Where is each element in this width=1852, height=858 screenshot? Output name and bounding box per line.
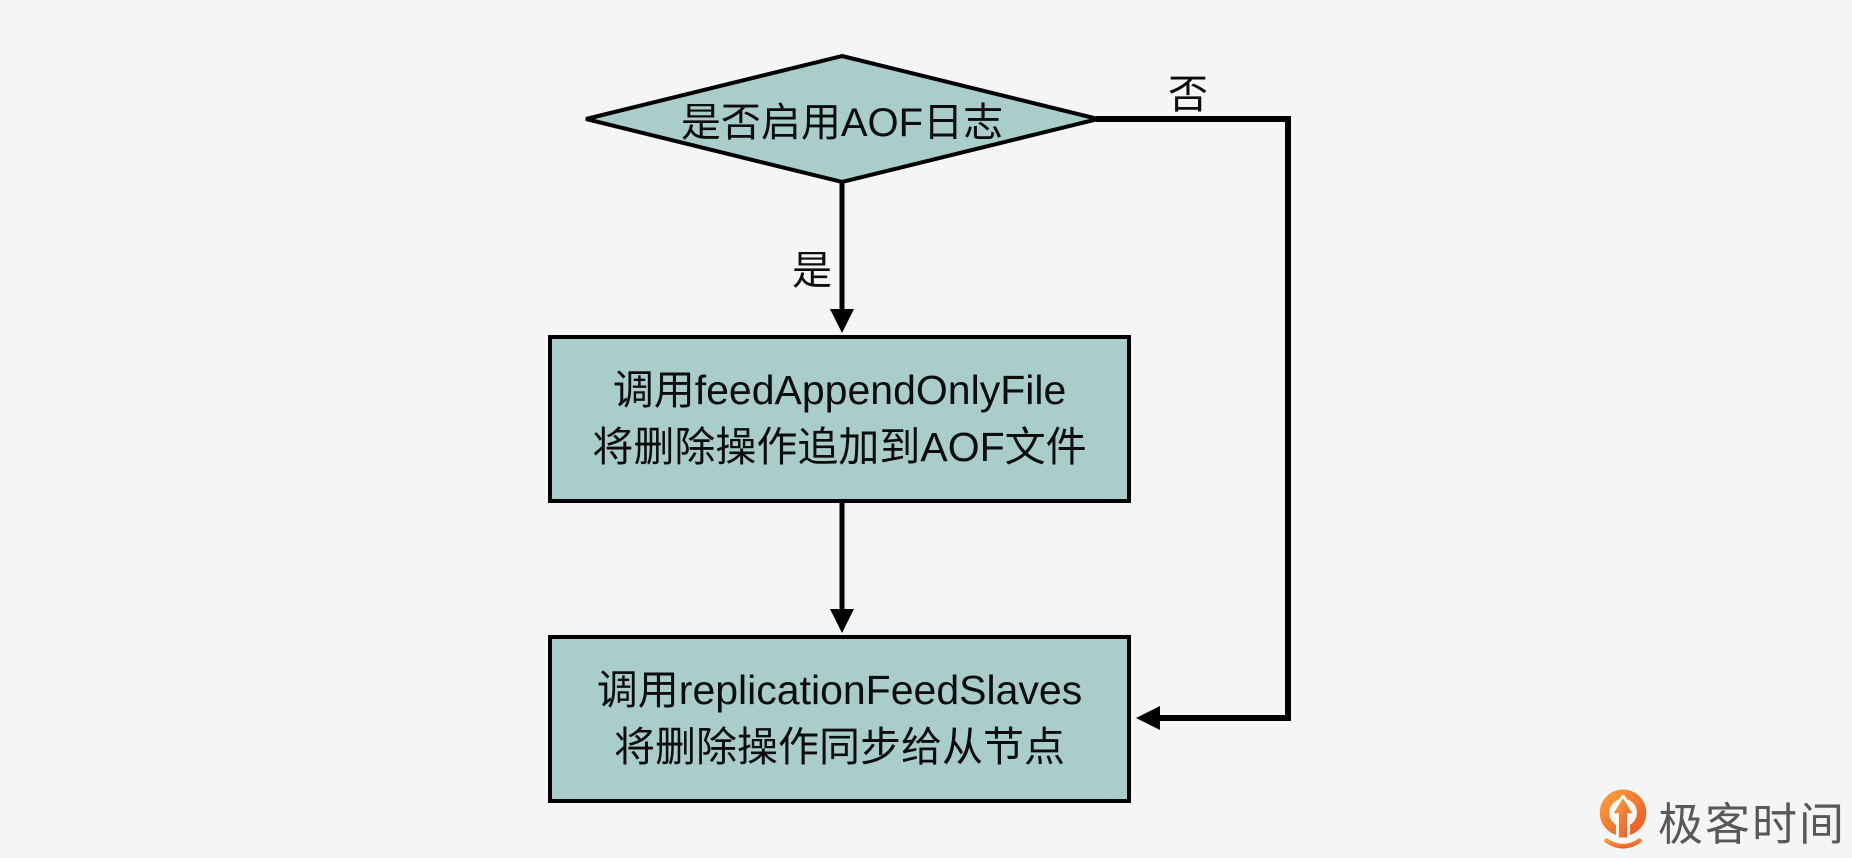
edge-label-yes: 是 — [792, 249, 832, 293]
edge-no-line — [1096, 116, 1291, 721]
brand-logo: 极客时间 — [1598, 788, 1846, 853]
process-box-replication-line2: 将删除操作同步给从节点 — [614, 724, 1065, 770]
process-box-aof-line1: 调用feedAppendOnlyFile — [612, 367, 1067, 413]
process-box-aof: 调用feedAppendOnlyFile 将删除操作追加到AOF文件 — [548, 335, 1131, 503]
process-box-replication-line1: 调用replicationFeedSlaves — [596, 667, 1083, 713]
brand-logo-text: 极客时间 — [1658, 799, 1847, 850]
edge-yes-arrowhead — [830, 309, 854, 333]
process-box-aof-line2: 将删除操作追加到AOF文件 — [592, 424, 1087, 470]
edge-label-no: 否 — [1168, 73, 1208, 117]
decision-node-label: 是否启用AOF日志 — [680, 101, 1004, 145]
edge-no-arrowhead — [1136, 706, 1160, 730]
edge-box1-box2-arrowhead — [830, 609, 854, 633]
process-box-replication: 调用replicationFeedSlaves 将删除操作同步给从节点 — [548, 635, 1131, 803]
geektime-logo-icon — [1599, 789, 1647, 849]
